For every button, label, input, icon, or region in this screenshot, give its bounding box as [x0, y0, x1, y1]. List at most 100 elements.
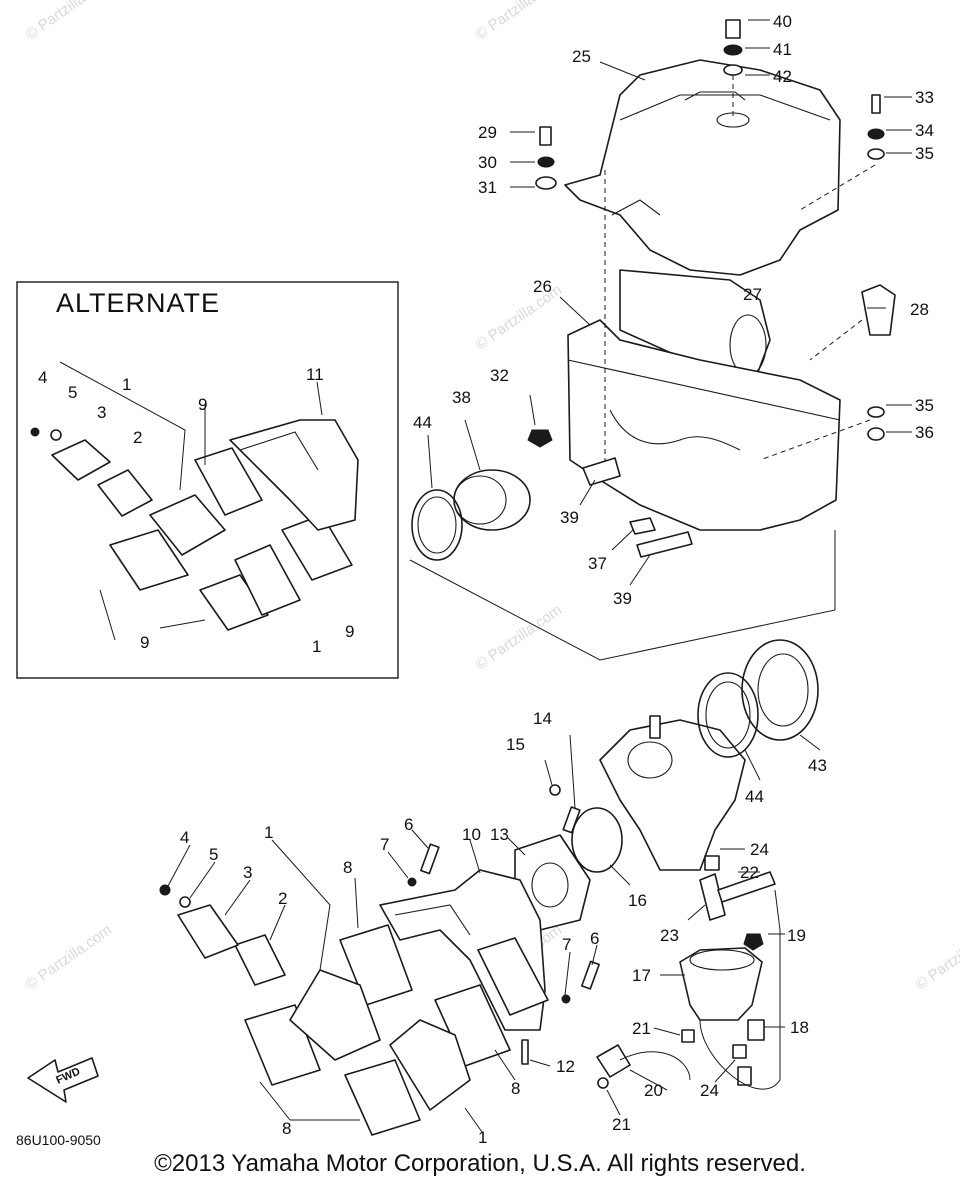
- alt-leader-9b: [159, 619, 206, 629]
- watermark-text: © Partzilla.com: [23, 921, 116, 993]
- case-cutout: [609, 409, 741, 451]
- callout-19: 19: [787, 926, 806, 945]
- callout-10: 10: [462, 825, 481, 844]
- callout-35b: 35: [915, 396, 934, 415]
- joint-23: [699, 873, 726, 921]
- callout-8-mid: 8: [511, 1079, 520, 1098]
- joint-43-inner: [757, 653, 809, 727]
- alt-reed-valve-2: [97, 469, 153, 517]
- callout-8-bottom: 8: [282, 1119, 291, 1138]
- bolt-33: [871, 94, 881, 114]
- callout-24-top: 24: [750, 840, 769, 859]
- alt-gasket-9a: [109, 529, 189, 591]
- alt-callout-4: 4: [38, 368, 47, 387]
- fuel-line: [619, 889, 781, 1090]
- callout-25: 25: [572, 47, 591, 66]
- callout-20: 20: [644, 1081, 663, 1100]
- alt-callout-11: 11: [306, 365, 324, 384]
- case-flange: [567, 359, 841, 421]
- part-code: 86U100-9050: [16, 1132, 101, 1148]
- washer-31: [535, 176, 557, 190]
- hose-clamp-44: [411, 489, 463, 561]
- washer-7a: [407, 877, 417, 887]
- alternate-frame: [16, 281, 399, 679]
- alternate-label: ALTERNATE: [56, 288, 220, 318]
- nut-19: [743, 933, 764, 951]
- alt-reed-block-1: [149, 494, 226, 556]
- alt-callout-5: 5: [68, 383, 77, 402]
- callout-1: 1: [264, 823, 273, 842]
- callout-4: 4: [180, 828, 189, 847]
- clip-24a: [704, 855, 720, 871]
- clamp-inner: [417, 496, 457, 554]
- alt-reed-stopper-3: [51, 439, 111, 481]
- alt-callout-9-bottom: 9: [140, 633, 149, 652]
- alternate-panel: ALTERNATE: [16, 281, 399, 679]
- joint-38-clamp-44: [411, 469, 531, 561]
- air-filter-element: [619, 269, 771, 381]
- callout-22: 22: [740, 863, 759, 882]
- callout-33: 33: [915, 88, 934, 107]
- pad-39-lower: [636, 531, 693, 558]
- fwd-arrow: FWD: [27, 1057, 99, 1103]
- alt-callout-2: 2: [133, 428, 142, 447]
- callout-6-top: 6: [404, 815, 413, 834]
- callout-31: 31: [478, 178, 497, 197]
- callout-44-upper: 44: [413, 413, 432, 432]
- joint-13-bore: [531, 862, 569, 908]
- washer-35: [867, 148, 885, 160]
- gasket-8d: [344, 1059, 421, 1136]
- callout-40: 40: [773, 12, 792, 31]
- hose-clamp-16: [571, 807, 623, 873]
- callout-5: 5: [209, 845, 218, 864]
- reed-stopper-3: [177, 904, 239, 959]
- hardware-29-31: [535, 126, 557, 190]
- callout-21-top: 21: [632, 1019, 651, 1038]
- air-box-case: [567, 319, 841, 531]
- callout-26: 26: [533, 277, 552, 296]
- callout-24-bottom: 24: [700, 1081, 719, 1100]
- air-box-assembly: [564, 59, 896, 531]
- callout-39-upper: 39: [560, 508, 579, 527]
- callout-35: 35: [915, 144, 934, 163]
- callout-7-top: 7: [380, 835, 389, 854]
- washer-7b: [561, 994, 571, 1004]
- callout-15: 15: [506, 735, 525, 754]
- callout-2: 2: [278, 889, 287, 908]
- callout-8-top: 8: [343, 858, 352, 877]
- hardware-33-36: [867, 94, 885, 441]
- callout-12: 12: [556, 1057, 575, 1076]
- part-28-clip: [861, 284, 896, 336]
- clip-21a: [681, 1029, 695, 1043]
- assembly-line: [809, 319, 863, 361]
- callout-27: 27: [743, 285, 762, 304]
- alt-screw-4: [30, 427, 40, 437]
- callout-36: 36: [915, 423, 934, 442]
- callout-28: 28: [910, 300, 929, 319]
- pump-top: [689, 949, 755, 971]
- callout-3: 3: [243, 863, 252, 882]
- callout-17: 17: [632, 966, 651, 985]
- clip-37: [629, 517, 656, 535]
- alt-gasket-9c: [194, 447, 263, 516]
- cover-slot: [684, 91, 746, 101]
- callout-44-lower: 44: [745, 787, 764, 806]
- callout-23: 23: [660, 926, 679, 945]
- alt-callout-1-bottom: 1: [312, 637, 321, 656]
- callout-16: 16: [628, 891, 647, 910]
- bolt-14: [562, 806, 581, 834]
- callout-13: 13: [490, 825, 509, 844]
- carb-fitting: [649, 715, 661, 739]
- watermark-text: © Partzilla.com: [473, 601, 566, 673]
- callout-43: 43: [808, 756, 827, 775]
- reed-block-1a: [289, 969, 381, 1061]
- bolt-40: [725, 19, 741, 39]
- alt-leader-1: [59, 361, 186, 491]
- callout-1-bottom: 1: [478, 1128, 487, 1147]
- washer-34: [867, 128, 885, 140]
- callout-6-bottom: 6: [590, 929, 599, 948]
- callout-leaders: [167, 19, 912, 1133]
- assembly-bracket: [409, 530, 836, 661]
- washer-30: [537, 156, 555, 168]
